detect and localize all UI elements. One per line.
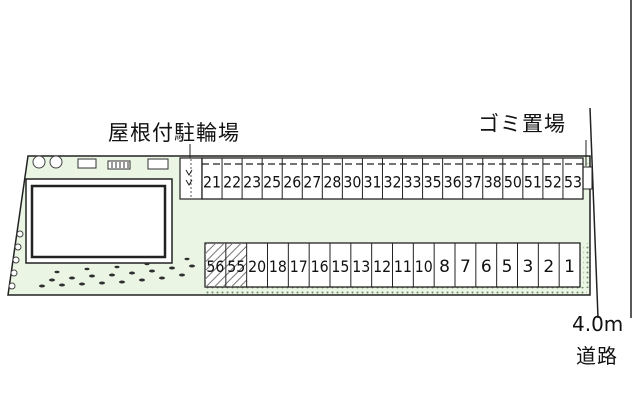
parking-space-15: 15 — [331, 257, 349, 276]
parking-space-21: 21 — [203, 173, 221, 192]
shrub-area — [39, 257, 195, 288]
parking-space-56: 56 — [206, 257, 224, 276]
parking-space-1: 1 — [564, 257, 575, 277]
mailbox-slots — [111, 162, 129, 168]
garbage-area-box — [582, 166, 593, 190]
parking-space-31: 31 — [363, 173, 381, 192]
parking-space-22: 22 — [223, 173, 241, 192]
parking-space-7: 7 — [460, 257, 471, 277]
garbage-area-label: ゴミ置場 — [478, 112, 566, 136]
parking-space-20: 20 — [248, 257, 266, 276]
parking-space-35: 35 — [424, 173, 442, 192]
parking-space-5: 5 — [502, 257, 513, 277]
parking-space-23: 23 — [243, 173, 261, 192]
parking-space-27: 27 — [303, 173, 321, 192]
parking-space-hatch — [225, 243, 247, 287]
left-hedge — [8, 230, 24, 290]
parking-space-50: 50 — [504, 173, 522, 192]
upper-row-frame — [201, 157, 584, 200]
parking-space-3: 3 — [523, 257, 534, 277]
parking-space-6: 6 — [481, 257, 492, 277]
parking-space-55: 55 — [227, 257, 245, 276]
parking-space-10: 10 — [415, 257, 433, 276]
parking-space-25: 25 — [263, 173, 281, 192]
parking-space-13: 13 — [352, 257, 370, 276]
parking-space-2: 2 — [543, 257, 554, 277]
parking-space-8: 8 — [439, 257, 450, 277]
road-width-label: 4.0m — [572, 312, 624, 336]
mailbox-block — [107, 160, 131, 170]
parking-space-30: 30 — [343, 173, 361, 192]
parking-space-26: 26 — [283, 173, 301, 192]
parking-space-33: 33 — [404, 173, 422, 192]
hedge-right-lower — [583, 243, 591, 288]
parking-space-37: 37 — [464, 173, 482, 192]
parking-space-16: 16 — [311, 257, 329, 276]
parking-space-11: 11 — [394, 257, 412, 276]
parking-space-38: 38 — [484, 173, 502, 192]
parking-space-28: 28 — [323, 173, 341, 192]
trees — [32, 155, 63, 169]
parking-space-12: 12 — [373, 257, 391, 276]
bicycle-parking-label: 屋根付駐輪場 — [108, 121, 240, 145]
parking-space-32: 32 — [384, 173, 402, 192]
parking-space-52: 52 — [544, 173, 562, 192]
utility-box — [147, 158, 169, 170]
entrance-block — [77, 158, 97, 169]
parking-space-18: 18 — [269, 257, 287, 276]
building-inner — [30, 184, 167, 259]
road-line-left — [589, 107, 599, 319]
parking-space-53: 53 — [564, 173, 582, 192]
road-name-label: 道路 — [576, 344, 618, 368]
bicycle-parking-markers — [185, 169, 193, 186]
hedge-bottom — [205, 287, 587, 294]
parking-space-17: 17 — [290, 257, 308, 276]
parking-space-36: 36 — [444, 173, 462, 192]
parking-space-51: 51 — [524, 173, 542, 192]
parking-space-hatch — [205, 243, 226, 287]
